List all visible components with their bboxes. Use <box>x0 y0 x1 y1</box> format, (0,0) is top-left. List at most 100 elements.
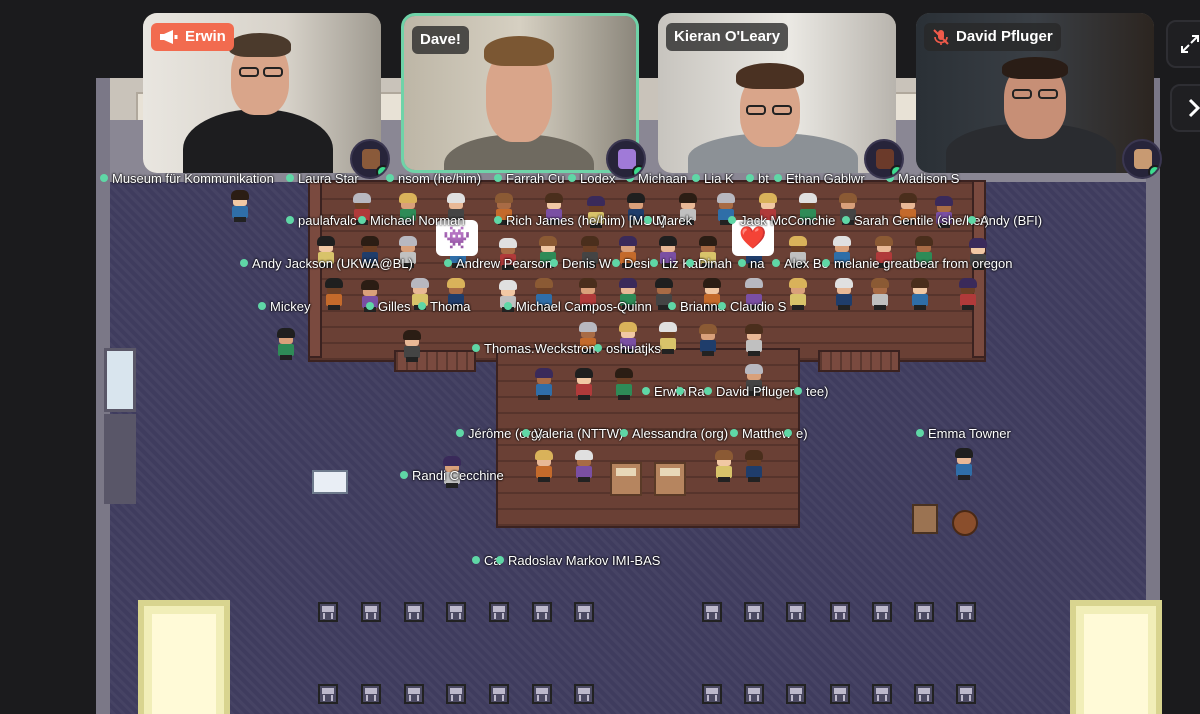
player-avatar[interactable] <box>584 196 608 228</box>
video-tile-dave[interactable]: Dave! <box>401 13 639 173</box>
chair[interactable] <box>744 684 764 704</box>
chair[interactable] <box>830 602 850 622</box>
mini-avatar[interactable] <box>864 139 904 179</box>
player-avatar[interactable] <box>396 193 420 225</box>
player-name[interactable]: Ra <box>676 384 705 400</box>
player-name[interactable]: bt <box>746 171 769 187</box>
player-name[interactable]: na <box>738 256 764 272</box>
chair[interactable] <box>532 602 552 622</box>
chair[interactable] <box>830 684 850 704</box>
expand-button[interactable] <box>1166 20 1200 68</box>
chair[interactable] <box>574 684 594 704</box>
player-avatar[interactable] <box>786 236 810 268</box>
player-avatar[interactable] <box>358 236 382 268</box>
player-avatar[interactable] <box>572 450 596 482</box>
player-name[interactable]: Radoslav Markov IMI-BAS <box>496 553 660 569</box>
player-avatar[interactable] <box>742 324 766 356</box>
player-name[interactable]: Mickey <box>258 299 310 315</box>
player-avatar[interactable] <box>786 278 810 310</box>
whiteboard[interactable] <box>312 470 348 494</box>
player-avatar[interactable] <box>532 368 556 400</box>
chair[interactable] <box>361 684 381 704</box>
player-avatar[interactable] <box>578 236 602 268</box>
player-name[interactable]: tee) <box>794 384 828 400</box>
player-avatar[interactable] <box>616 322 640 354</box>
video-tile-kieran[interactable]: Kieran O'Leary <box>658 13 896 173</box>
player-name[interactable]: Desi <box>612 256 650 272</box>
player-name[interactable]: Sarah Gentile (she/her) <box>842 213 989 229</box>
player-name[interactable]: Valeria (NTTW) <box>522 426 623 442</box>
player-name[interactable]: Andy (BFI) <box>968 213 1042 229</box>
player-name[interactable]: Ethan Gablwr <box>774 171 865 187</box>
player-name[interactable]: Emma Towner <box>916 426 1011 442</box>
player-name[interactable]: Thoma <box>418 299 470 315</box>
player-avatar[interactable] <box>572 368 596 400</box>
chair[interactable] <box>404 684 424 704</box>
player-avatar[interactable] <box>932 196 956 228</box>
player-avatar[interactable] <box>830 236 854 268</box>
player-name[interactable]: e) <box>784 426 808 442</box>
player-name[interactable]: Andy Jackson (UKWA@BL) <box>240 256 413 272</box>
player-avatar[interactable] <box>314 236 338 268</box>
player-avatar[interactable] <box>576 322 600 354</box>
chair[interactable] <box>786 684 806 704</box>
player-name[interactable]: melanie greatbear from oregon <box>822 256 1013 272</box>
video-tile-david[interactable]: David Pfluger <box>916 13 1154 173</box>
player-name[interactable]: Andrew Pearson <box>444 256 552 272</box>
player-avatar[interactable] <box>396 236 420 268</box>
player-avatar[interactable] <box>742 278 766 310</box>
player-avatar[interactable] <box>796 193 820 225</box>
player-avatar[interactable] <box>656 322 680 354</box>
chair[interactable] <box>914 602 934 622</box>
chair[interactable] <box>489 684 509 704</box>
player-name[interactable]: Farrah Cu <box>494 171 565 187</box>
player-avatar[interactable] <box>440 456 464 488</box>
player-avatar[interactable] <box>532 278 556 310</box>
player-name[interactable]: Matthew <box>730 426 791 442</box>
next-page-button[interactable] <box>1170 84 1200 132</box>
player-avatar[interactable] <box>532 450 556 482</box>
player-avatar[interactable] <box>576 278 600 310</box>
player-avatar[interactable] <box>616 236 640 268</box>
player-avatar[interactable] <box>832 278 856 310</box>
player-avatar[interactable] <box>624 193 648 225</box>
mini-avatar[interactable] <box>1122 139 1162 179</box>
player-avatar[interactable] <box>444 278 468 310</box>
chair[interactable] <box>872 602 892 622</box>
chair[interactable] <box>956 684 976 704</box>
player-avatar[interactable] <box>496 238 520 270</box>
player-avatar[interactable] <box>676 193 700 225</box>
player-name[interactable]: Alex Bo <box>772 256 829 272</box>
player-name[interactable]: oshuatjks <box>594 341 661 357</box>
chair[interactable] <box>318 684 338 704</box>
chair[interactable] <box>702 602 722 622</box>
player-avatar[interactable] <box>712 450 736 482</box>
player-name[interactable]: Thomas.Weckstrom <box>472 341 599 357</box>
door-right[interactable] <box>1070 600 1162 714</box>
player-avatar[interactable] <box>742 450 766 482</box>
player-avatar[interactable] <box>956 278 980 310</box>
chair[interactable] <box>914 684 934 704</box>
player-avatar[interactable] <box>872 236 896 268</box>
player-name[interactable]: Claudio S <box>718 299 786 315</box>
player-avatar[interactable] <box>966 238 990 270</box>
player-name[interactable]: Lia K <box>692 171 734 187</box>
player-avatar[interactable] <box>322 278 346 310</box>
chair[interactable] <box>446 684 466 704</box>
chair[interactable] <box>872 684 892 704</box>
chair[interactable] <box>532 684 552 704</box>
player-avatar[interactable] <box>868 278 892 310</box>
player-name[interactable]: Marek <box>644 213 692 229</box>
player-name[interactable]: Michael Norman <box>358 213 465 229</box>
world-map[interactable]: 👾 ❤️ Museum für Kommunikation Laura Star… <box>96 78 1162 714</box>
chair[interactable] <box>404 602 424 622</box>
chair[interactable] <box>318 602 338 622</box>
player-name[interactable]: Alessandra (org) <box>620 426 728 442</box>
player-name[interactable]: paulafvalc <box>286 213 357 229</box>
player-avatar[interactable] <box>400 330 424 362</box>
player-avatar[interactable] <box>228 190 252 222</box>
player-name[interactable]: Dinah <box>686 256 732 272</box>
door-left[interactable] <box>138 600 230 714</box>
player-name[interactable]: Denis W <box>550 256 611 272</box>
chair[interactable] <box>489 602 509 622</box>
